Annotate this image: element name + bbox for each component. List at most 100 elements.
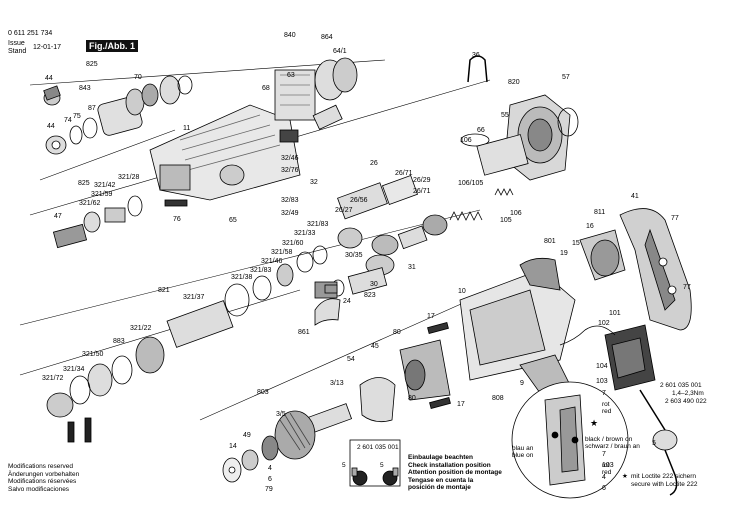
install-num-left: 5	[342, 462, 346, 469]
part-label: 30	[370, 281, 378, 288]
power-cable	[639, 389, 678, 496]
part-label: 840	[284, 32, 296, 39]
part-label: 106	[510, 210, 522, 217]
part-label: 31	[408, 264, 416, 271]
part-label: 32/49	[281, 210, 299, 217]
part-label: 26	[370, 160, 378, 167]
part-label: 17	[427, 313, 435, 320]
footer-line: Änderungen vorbehalten	[8, 470, 80, 478]
part-label: 6	[602, 485, 606, 492]
part-label: 864	[321, 34, 333, 41]
part-label: 26/71	[395, 170, 413, 177]
part-label: 17	[457, 401, 465, 408]
part-label: 7	[602, 390, 606, 397]
part-label: 65	[229, 217, 237, 224]
part-label: 321/62	[79, 200, 101, 207]
part-label: 77	[671, 215, 679, 222]
electronic-module	[559, 324, 656, 391]
part-label: 3/5	[276, 411, 286, 418]
part-label: 808	[492, 395, 504, 402]
modifications-note: Modifications reserved Änderungen vorbeh…	[8, 463, 79, 493]
part-label: 102	[598, 320, 610, 327]
install-line: Attention position de montage	[408, 469, 502, 476]
part-label: 321/38	[231, 274, 253, 281]
install-line: posición de montaje	[408, 484, 471, 491]
part-label: 321/50	[82, 351, 104, 358]
part-label: 105	[500, 217, 512, 224]
wire-schwarz: schwarz / braun an	[585, 443, 640, 450]
part-label: 825	[78, 180, 90, 187]
part-label: 15	[572, 240, 580, 247]
part-label: 883	[113, 338, 125, 345]
part-label: 4	[268, 465, 272, 472]
wire-red-1: red	[602, 408, 612, 415]
part-label: 80	[393, 329, 401, 336]
part-label: 820	[508, 79, 520, 86]
tool-holder	[52, 195, 188, 249]
part-label: 66	[477, 127, 485, 134]
wire-red-2: red	[602, 469, 612, 476]
part-label: 321/37	[183, 294, 205, 301]
part-label: 321/83	[250, 267, 272, 274]
part-label: 70	[134, 74, 142, 81]
part-label: 32/46	[281, 155, 299, 162]
part-label: 75	[73, 113, 81, 120]
part-label: 321/59	[91, 191, 113, 198]
part-label: 103	[602, 462, 614, 469]
loctite-star: ★	[622, 473, 628, 480]
bracket-36	[467, 55, 488, 83]
part-label: 803	[257, 389, 269, 396]
part-label: 26/29	[413, 177, 431, 184]
part-label: 104	[596, 363, 608, 370]
install-ref: 2 601 035 001	[357, 444, 399, 451]
part-label: 321/60	[282, 240, 304, 247]
clutch-parts	[314, 284, 341, 326]
part-number: 0 611 251 734	[8, 30, 53, 37]
field-coil	[359, 322, 451, 423]
part-label: 321/72	[42, 375, 64, 382]
wire-rot-2: rot	[602, 462, 610, 469]
footer-line: Modifications réservées	[8, 478, 77, 485]
striker-assembly	[337, 174, 448, 256]
install-num-right: 5	[380, 462, 384, 469]
gear-housing	[149, 104, 301, 201]
part-label: 32/76	[281, 167, 299, 174]
switch	[579, 229, 626, 281]
part-label: 106/105	[458, 180, 483, 187]
part-labels: 840 864 64/1 36 820 57 825 44 843 70 87 …	[42, 32, 691, 493]
part-label: 36	[472, 52, 480, 59]
torque-value: 1,4–2,3Nm	[672, 390, 704, 397]
part-label: 41	[631, 193, 639, 200]
part-label: 101	[609, 310, 621, 317]
wiring-inset	[511, 381, 629, 499]
figure-label: Fig./Abb. 1	[86, 40, 138, 52]
install-diagram	[349, 439, 401, 487]
torque-ref2: 2 603 490 022	[665, 398, 707, 405]
part-label: 321/34	[63, 366, 85, 373]
part-label: 26/27	[335, 207, 353, 214]
footer-line: Salvo modificaciones	[8, 485, 70, 493]
part-label: 55	[501, 112, 509, 119]
armature	[222, 403, 353, 483]
loctite-line2: secure with Loctite 222	[631, 481, 698, 488]
part-label: 79	[265, 486, 273, 493]
part-label: 321/83	[307, 221, 329, 228]
install-note: Einbaulage beachten Check installation p…	[408, 454, 502, 492]
part-label: 3/13	[330, 380, 344, 387]
part-label: 19	[560, 250, 568, 257]
part-label: 57	[562, 74, 570, 81]
part-label: 63	[287, 72, 295, 79]
part-label: 10	[458, 288, 466, 295]
part-label: 4	[602, 474, 606, 481]
issue-date: 12-01-17	[33, 44, 62, 51]
loctite-line1: mit Loctite 222 sichern	[631, 473, 697, 480]
wire-black: black / brown on	[585, 436, 633, 443]
wire-blue: blue on	[512, 452, 534, 459]
part-label: 32	[310, 179, 318, 186]
part-label: 861	[298, 329, 310, 336]
bearing-assembly	[274, 57, 358, 143]
part-label: 26/71	[413, 188, 431, 195]
part-label: 106	[460, 137, 472, 144]
footer-line: Modifications reserved	[8, 463, 74, 470]
part-label: 30/35	[345, 252, 363, 259]
